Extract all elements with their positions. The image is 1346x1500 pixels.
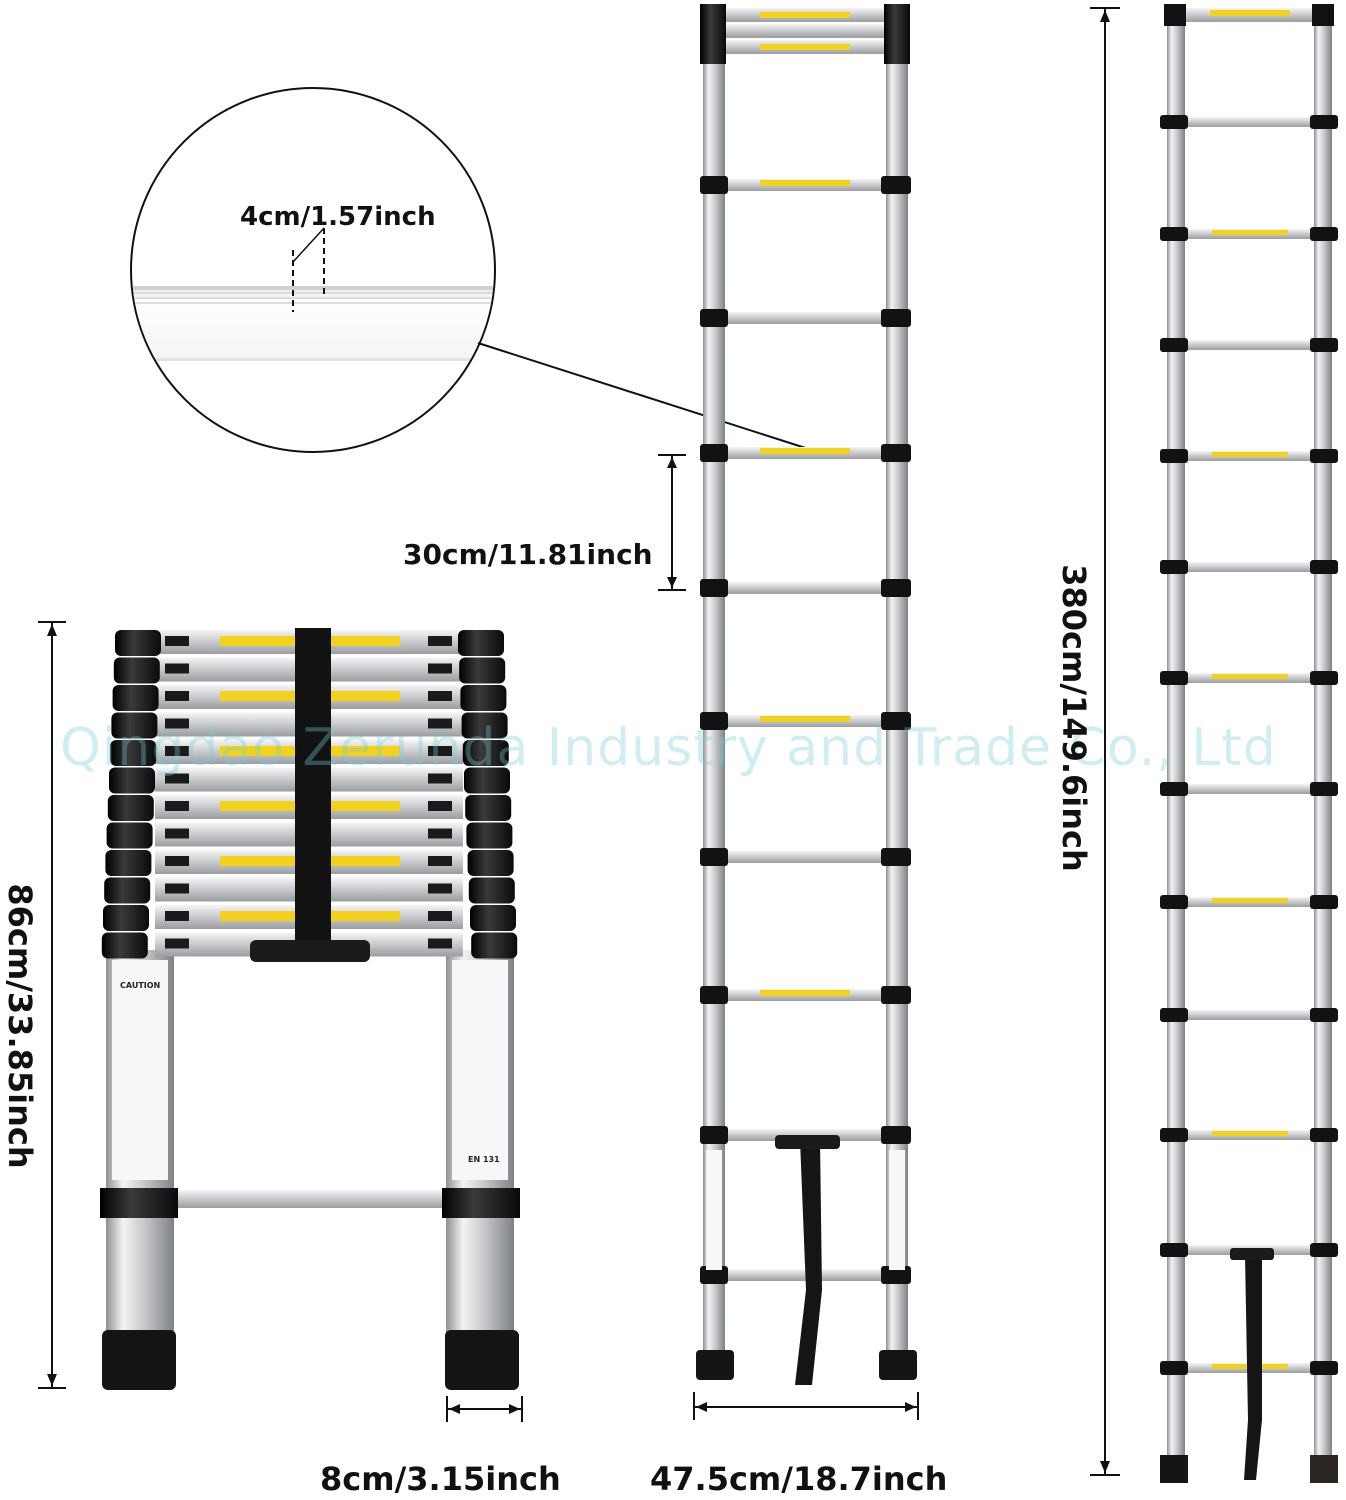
rung-detail-magnifier	[130, 87, 819, 453]
rung	[1182, 340, 1318, 350]
right-extended-ladder	[1160, 4, 1338, 1483]
rung	[1182, 1010, 1318, 1020]
dimension-arrowheads	[47, 10, 1110, 1473]
middle-extended-ladder	[696, 4, 917, 1385]
ladder-width-label: 47.5cm/18.7inch	[650, 1460, 948, 1498]
step-spacing-label: 30cm/11.81inch	[403, 538, 653, 571]
rung	[720, 582, 892, 594]
rung	[1182, 784, 1318, 794]
rung	[720, 851, 892, 863]
en131-text: EN 131	[468, 1155, 500, 1164]
folded-height-label: 86cm/33.85inch	[1, 883, 39, 1169]
leader-line	[477, 342, 819, 453]
rung	[720, 312, 892, 324]
extended-height-label: 380cm/149.6inch	[1055, 564, 1093, 872]
dimension-lines	[38, 7, 1120, 1476]
folded-ladder	[100, 628, 520, 1390]
groove-width-label: 4cm/1.57inch	[240, 202, 436, 232]
rung	[1182, 117, 1318, 127]
caution-text: CAUTION	[120, 981, 160, 990]
watermark-text: Qingdao Zerunda Industry and Trade Co., …	[60, 718, 1277, 778]
rung	[1182, 562, 1318, 572]
folded-depth-label: 8cm/3.15inch	[320, 1460, 561, 1498]
